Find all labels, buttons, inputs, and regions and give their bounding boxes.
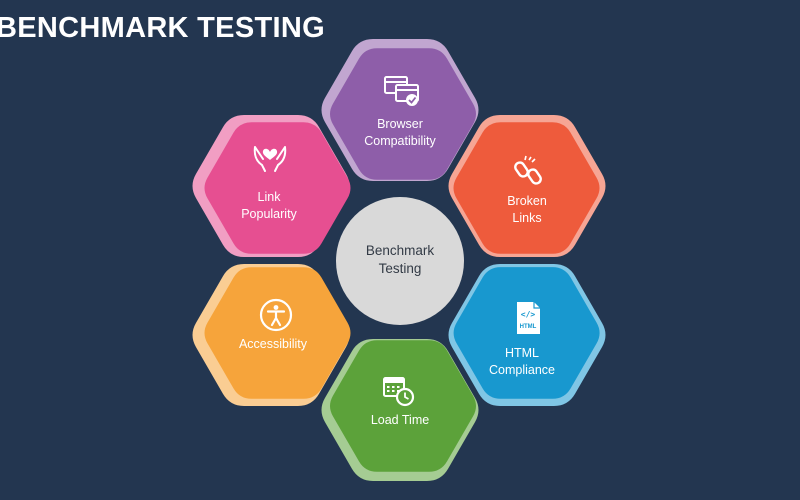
hexagon-browser-compatibility	[330, 48, 476, 180]
label-browser-compatibility: Compatibility	[364, 134, 436, 148]
html-file-icon: </> HTML	[517, 302, 540, 334]
html-code-glyph: </>	[521, 310, 536, 319]
segment-load-time: Load Time	[321, 339, 479, 481]
accessibility-icon	[259, 298, 293, 332]
browser-check-icon	[384, 76, 419, 106]
label-html-compliance: Compliance	[489, 363, 555, 377]
label-broken-links: Links	[512, 211, 541, 225]
center-label: Benchmark	[366, 243, 435, 258]
label-html-compliance: HTML	[505, 346, 539, 360]
label-link-popularity: Link	[258, 190, 282, 204]
label-load-time: Load Time	[371, 413, 429, 427]
center-circle	[336, 197, 464, 325]
center-label: Testing	[379, 261, 422, 276]
hexagon-load-time	[330, 340, 476, 472]
hexagon-broken-links	[453, 122, 600, 254]
page-title: BENCHMARK TESTING	[0, 12, 325, 44]
calendar-clock-icon	[383, 377, 415, 407]
html-file-label: HTML	[520, 324, 537, 330]
label-browser-compatibility: Browser	[377, 117, 423, 131]
broken-chain-icon	[514, 155, 542, 185]
segment-html-compliance: </> HTML HTML Compliance	[448, 264, 606, 406]
segment-accessibility: Accessibility	[192, 264, 351, 406]
hexagon-accessibility	[204, 267, 351, 399]
hands-heart-icon	[253, 146, 287, 172]
label-link-popularity: Popularity	[241, 207, 297, 221]
hexagon-link-popularity	[204, 122, 351, 254]
label-accessibility: Accessibility	[239, 337, 308, 351]
label-broken-links: Broken	[507, 194, 547, 208]
